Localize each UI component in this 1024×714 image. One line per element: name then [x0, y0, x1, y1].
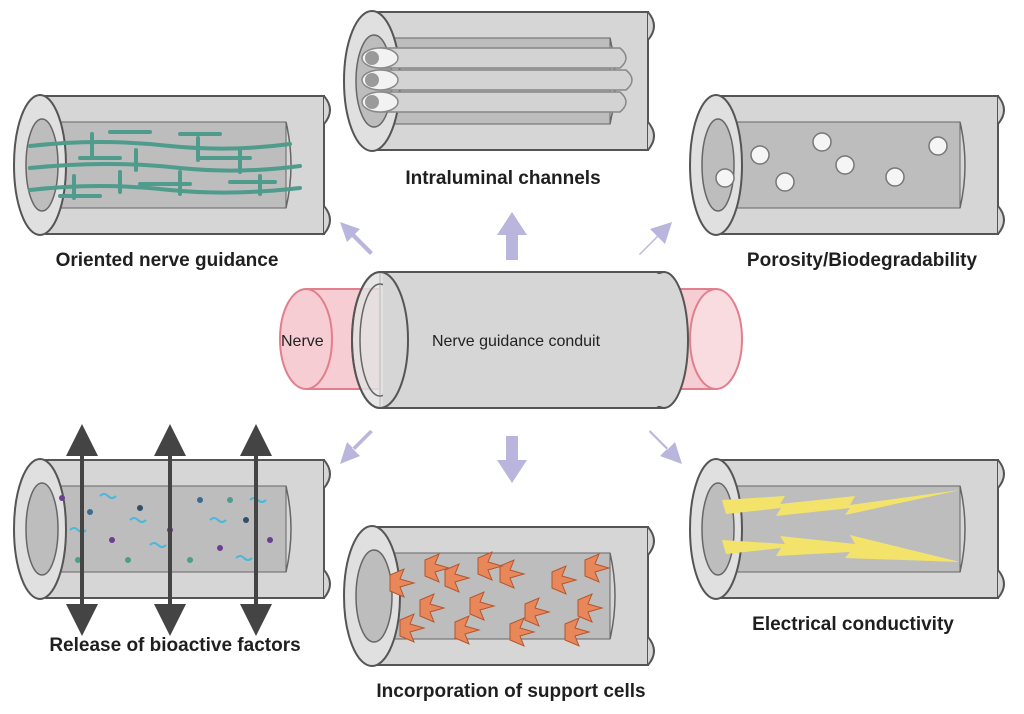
- central-conduit: Nerve Nerve guidance conduit: [279, 271, 743, 409]
- arrow-up: [497, 212, 527, 260]
- tube-cells: [343, 525, 655, 667]
- release-arrows: [66, 424, 272, 636]
- panel-intraluminal-channels: Intraluminal channels: [343, 10, 655, 189]
- nerve-label: Nerve: [281, 333, 324, 350]
- conduit-body: [351, 271, 689, 409]
- panel-oriented-nerve-guidance: Oriented nerve guidance: [13, 94, 331, 271]
- caption-release: Release of bioactive factors: [49, 635, 300, 656]
- pores: [715, 132, 948, 192]
- panel-electrical: Electrical conductivity: [689, 458, 1005, 635]
- panel-porosity: Porosity/Biodegradability: [689, 94, 1005, 271]
- arrow-down-left: [340, 430, 373, 464]
- tube-electrical: [689, 458, 1005, 600]
- caption-support-cells: Incorporation of support cells: [376, 681, 645, 702]
- arrow-up-right: [639, 222, 672, 255]
- panel-release: Release of bioactive factors: [13, 424, 331, 656]
- conduit-label: Nerve guidance conduit: [432, 333, 601, 350]
- caption-porosity: Porosity/Biodegradability: [747, 250, 978, 271]
- support-cells: [389, 551, 611, 647]
- aligned-fibers: [28, 130, 302, 200]
- caption-electrical: Electrical conductivity: [752, 614, 954, 635]
- direction-arrows: [340, 212, 682, 483]
- arrow-up-left: [340, 222, 373, 255]
- caption-oriented: Oriented nerve guidance: [56, 250, 279, 271]
- caption-channels: Intraluminal channels: [405, 168, 600, 189]
- arrow-down: [497, 436, 527, 483]
- arrow-down-right: [649, 430, 682, 464]
- panel-support-cells: Incorporation of support cells: [343, 525, 655, 702]
- lightning-bolts: [722, 490, 960, 562]
- tube-release: [13, 458, 331, 600]
- channel-tubes: [361, 47, 633, 113]
